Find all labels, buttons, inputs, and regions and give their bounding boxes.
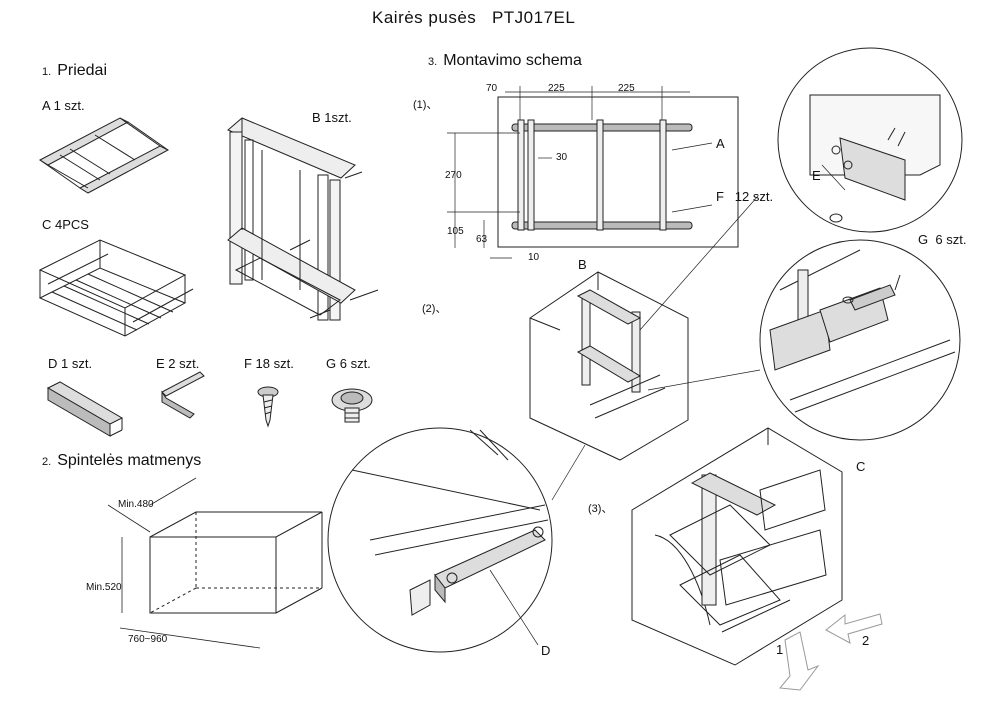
cabinet-width-label: 760~960 bbox=[128, 634, 168, 645]
callout-a: A bbox=[716, 136, 725, 151]
callout-b: B bbox=[578, 257, 587, 272]
dim-270: 270 bbox=[445, 170, 462, 181]
mounting-plan-illustration bbox=[447, 86, 738, 258]
dim-225-b: 225 bbox=[618, 83, 635, 94]
cabinet-depth-label: Min.480 bbox=[118, 499, 154, 510]
detail-circle-right-illustration bbox=[648, 240, 960, 440]
part-d-label: D 1 szt. bbox=[48, 356, 93, 371]
step3-cabinet-illustration bbox=[632, 428, 842, 665]
part-f-screw-illustration bbox=[258, 387, 278, 426]
callout-g: G 6 szt. bbox=[918, 232, 967, 247]
direction-arrow-2-icon bbox=[826, 614, 882, 643]
step2-cabinet-illustration bbox=[530, 272, 688, 460]
callout-c: C bbox=[856, 459, 866, 474]
part-a-rail-frame-illustration bbox=[40, 118, 168, 193]
dim-105: 105 bbox=[447, 226, 464, 237]
dim-225-a: 225 bbox=[548, 83, 565, 94]
detail-circle-top-illustration bbox=[640, 48, 962, 330]
title-model: PTJ017EL bbox=[491, 8, 576, 27]
part-g-label: G 6 szt. bbox=[326, 356, 371, 371]
step-2-label: (2)、 bbox=[422, 303, 447, 315]
part-c-wire-basket-illustration bbox=[40, 240, 193, 336]
callout-d: D bbox=[541, 643, 551, 658]
step-3-label: (3)、 bbox=[588, 503, 613, 515]
part-c-label: C 4PCS bbox=[42, 217, 89, 232]
part-f-label: F 18 szt. bbox=[244, 356, 294, 371]
dim-30: 30 bbox=[556, 152, 568, 163]
dim-70: 70 bbox=[486, 83, 498, 94]
arrow-2-label: 2 bbox=[862, 633, 870, 648]
page-title: Kairės pusės PTJ017EL bbox=[372, 8, 575, 28]
arrow-1-label: 1 bbox=[776, 642, 784, 657]
cabinet-height-label: Min.520 bbox=[86, 582, 122, 593]
direction-arrow-1-icon bbox=[780, 632, 818, 690]
section-scheme-heading: 3.Montavimo schema bbox=[428, 52, 582, 69]
callout-e: E bbox=[812, 168, 821, 183]
callout-f: F 12 szt. bbox=[716, 189, 774, 204]
section-cabinet-heading: 2.Spintelės matmenys bbox=[42, 452, 202, 469]
part-d-bar-illustration bbox=[48, 382, 122, 436]
part-b-label: B 1szt. bbox=[312, 110, 352, 125]
detail-circle-left-illustration bbox=[328, 428, 585, 652]
step-1-label: (1)、 bbox=[413, 99, 438, 111]
part-e-label: E 2 szt. bbox=[156, 356, 200, 371]
dim-63: 63 bbox=[476, 234, 488, 245]
part-a-label: A 1 szt. bbox=[42, 98, 85, 113]
part-b-frame-illustration bbox=[228, 118, 378, 320]
dim-10: 10 bbox=[528, 252, 540, 263]
title-side: Kairės pusės bbox=[372, 8, 477, 27]
part-g-nut-illustration bbox=[332, 389, 372, 422]
part-e-angle-bracket-illustration bbox=[162, 372, 204, 418]
cabinet-dimensions-illustration bbox=[108, 478, 322, 648]
section-accessories-heading: 1.Priedai bbox=[42, 62, 107, 79]
